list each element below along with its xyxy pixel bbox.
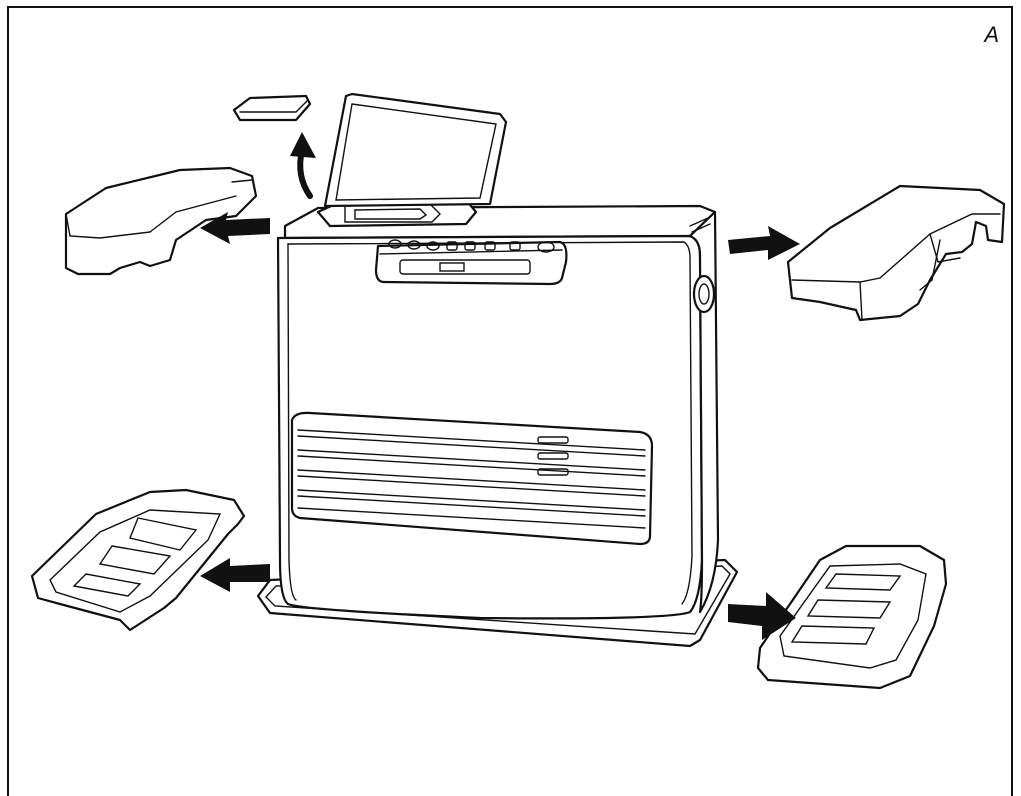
open-lid bbox=[323, 92, 508, 208]
bottom-left-rail bbox=[30, 488, 246, 632]
top-left-cover bbox=[64, 166, 258, 276]
button-icon bbox=[388, 239, 402, 249]
arrow-icon-lid bbox=[290, 132, 316, 199]
figure-label: A bbox=[984, 22, 999, 47]
front-grille bbox=[290, 411, 654, 546]
bottom-right-rail bbox=[756, 544, 948, 690]
display-window bbox=[399, 259, 531, 275]
arrow-icon-bottom-left bbox=[200, 558, 270, 592]
control-panel bbox=[374, 239, 568, 286]
fuel-cap-piece bbox=[232, 94, 312, 122]
heater-body bbox=[256, 92, 739, 648]
figure-frame: A bbox=[7, 6, 1013, 796]
arrow-icon-top-right bbox=[728, 226, 800, 260]
arrow-icon-top-left bbox=[200, 212, 270, 244]
top-right-cover bbox=[786, 184, 1006, 322]
arrow-icon-bottom-right bbox=[728, 592, 796, 640]
